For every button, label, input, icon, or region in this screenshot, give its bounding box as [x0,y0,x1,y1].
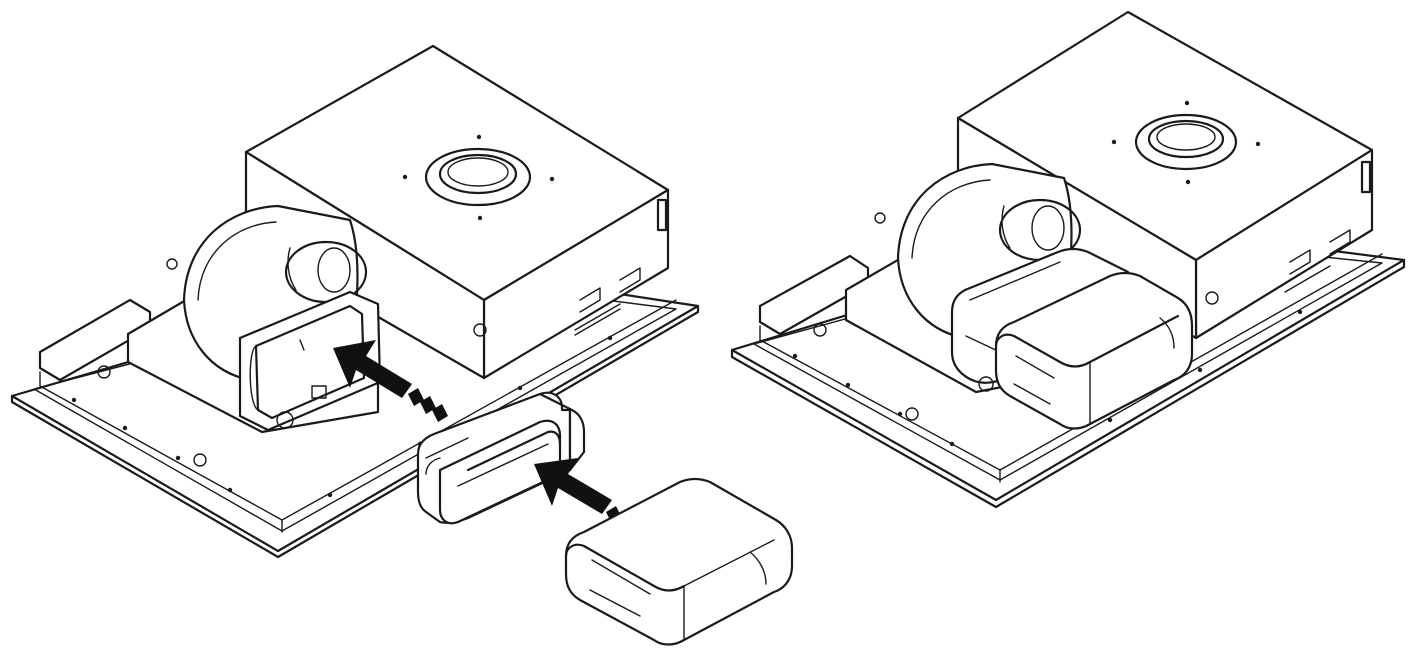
flat-duct-piece [564,477,794,646]
arrow-adapter-to-outlet [333,340,448,422]
left-frame-rivets [71,335,613,498]
left-fan-unit [126,204,382,434]
right-frame-rivets [792,309,1303,447]
duct-adapter-piece [416,391,586,525]
left-top-vent [424,147,532,207]
left-hob-assembly [10,44,700,559]
right-hob-assembly [730,10,1406,509]
attached-duct-assembly [950,247,1194,430]
right-top-vent [1134,113,1238,171]
